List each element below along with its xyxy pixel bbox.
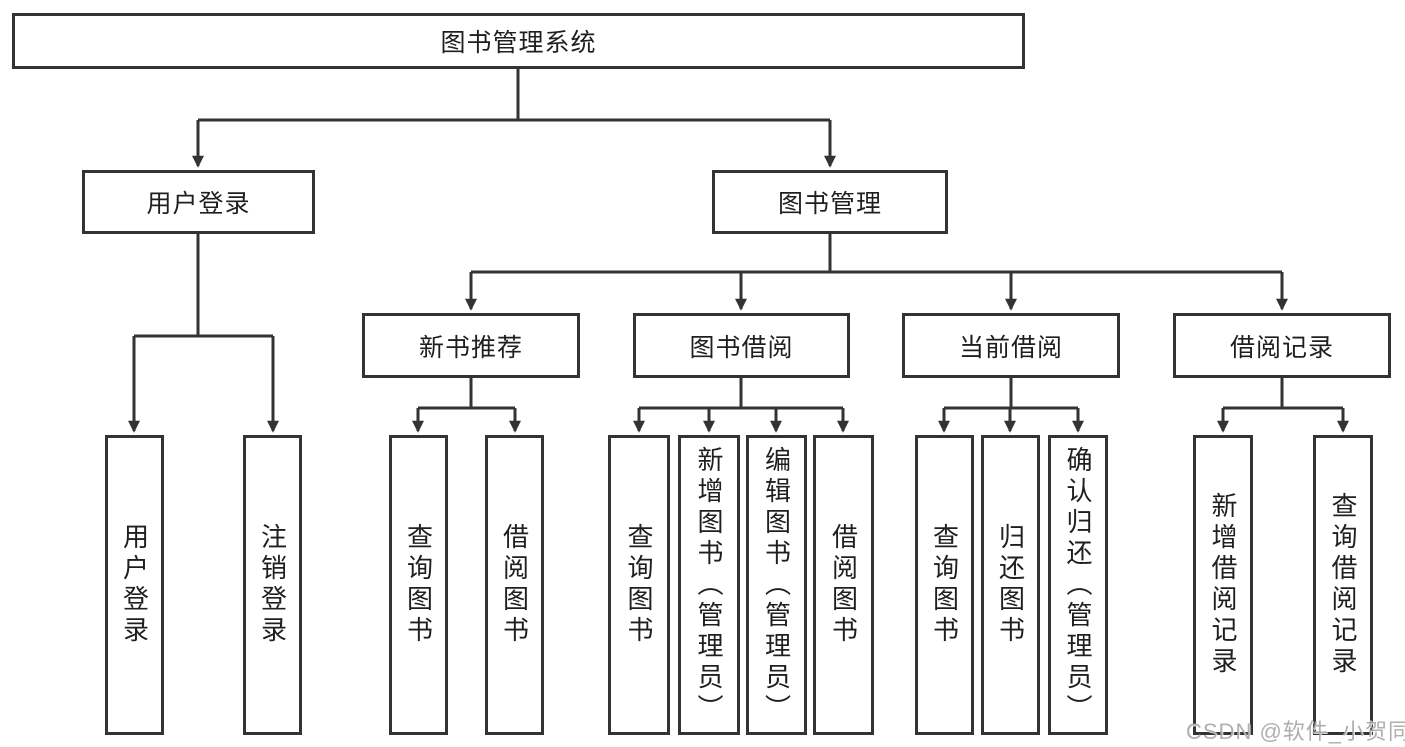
- leaf-label: 归还图书: [995, 523, 1026, 647]
- leaf-label: 查询图书: [929, 523, 960, 647]
- leaf-label: 查询借阅记录: [1328, 492, 1358, 678]
- leaf-label: 用户登录: [119, 523, 150, 647]
- leaf-borrow-books-recommend: 借阅图书: [485, 435, 544, 735]
- leaf-edit-books-admin: 编辑图书（管理员）: [746, 435, 807, 735]
- leaf-confirm-return-admin: 确认归还（管理员）: [1048, 435, 1108, 735]
- node-new-book-recommendation: 新书推荐: [362, 313, 580, 378]
- node-current-borrowing: 当前借阅: [902, 313, 1120, 378]
- leaf-query-borrow-record: 查询借阅记录: [1313, 435, 1373, 735]
- leaf-logout: 注销登录: [243, 435, 302, 735]
- leaf-label: 编辑图书（管理员）: [761, 445, 792, 725]
- node-library-management-system: 图书管理系统: [12, 13, 1025, 69]
- leaf-user-login: 用户登录: [105, 435, 164, 735]
- leaf-label: 新增借阅记录: [1208, 492, 1238, 678]
- leaf-add-borrow-record: 新增借阅记录: [1193, 435, 1253, 735]
- leaf-label: 确认归还（管理员）: [1063, 445, 1093, 725]
- node-user-login: 用户登录: [82, 170, 315, 234]
- node-book-management: 图书管理: [712, 170, 948, 234]
- leaf-borrow-books-borrowing: 借阅图书: [813, 435, 874, 735]
- leaf-query-books-current: 查询图书: [915, 435, 974, 735]
- leaf-query-books-recommend: 查询图书: [389, 435, 448, 735]
- leaf-label: 查询图书: [624, 523, 654, 647]
- node-borrowing-records: 借阅记录: [1173, 313, 1391, 378]
- leaf-label: 查询图书: [403, 523, 434, 647]
- leaf-add-books-admin: 新增图书（管理员）: [678, 435, 740, 735]
- csdn-watermark: CSDN @软件_小贺同学: [1186, 719, 1405, 744]
- leaf-label: 借阅图书: [828, 523, 859, 647]
- leaf-query-books-borrowing: 查询图书: [608, 435, 670, 735]
- leaf-label: 新增图书（管理员）: [694, 445, 724, 725]
- leaf-label: 借阅图书: [499, 523, 530, 647]
- leaf-return-books: 归还图书: [981, 435, 1040, 735]
- node-book-borrowing: 图书借阅: [633, 313, 850, 378]
- leaf-label: 注销登录: [257, 523, 288, 647]
